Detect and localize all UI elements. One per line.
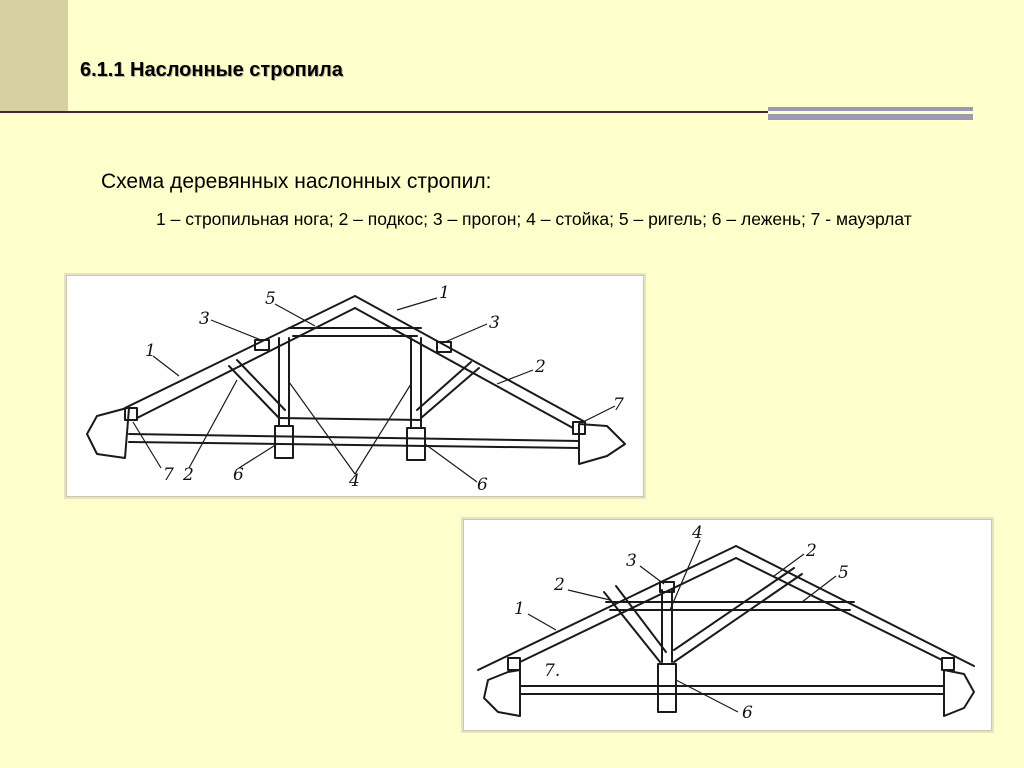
label-6-left: 6	[233, 465, 244, 485]
leader-4-b	[354, 383, 412, 475]
rafter-left-outer	[477, 545, 737, 671]
label-5: 5	[838, 563, 849, 583]
label-5: 5	[265, 289, 276, 309]
right-wall	[943, 669, 975, 717]
wall-plate-right	[941, 657, 955, 671]
leader-4-a	[288, 381, 356, 475]
leader-5	[274, 303, 316, 327]
leader-1-top	[396, 297, 438, 311]
strut-left-b	[236, 359, 286, 411]
title-accent-lines	[768, 107, 973, 120]
label-4: 4	[348, 471, 360, 491]
leader-2-right	[773, 553, 805, 577]
rafter-right-outer	[735, 545, 975, 667]
leader-3-right	[444, 323, 488, 343]
wall-plate-left	[507, 657, 521, 671]
leader-2-left	[567, 589, 611, 601]
sleeper	[657, 663, 677, 713]
strut-left-a	[228, 365, 280, 419]
post-tie	[278, 417, 422, 421]
leader-6	[675, 679, 739, 713]
leader-7-right	[582, 405, 616, 423]
strut-right-a	[673, 573, 803, 663]
leader-1-left	[152, 355, 180, 377]
label-6: 6	[742, 703, 753, 723]
wall-plate-left	[124, 407, 138, 421]
diagram-legend: 1 – стропильная нога; 2 – подкос; 3 – пр…	[156, 209, 912, 229]
left-wall	[86, 407, 130, 459]
strut-left-b	[615, 585, 667, 653]
right-wall	[578, 423, 626, 465]
label-2-left: 2	[553, 575, 565, 595]
bottom-beam	[128, 433, 580, 442]
sleeper-right	[406, 427, 426, 461]
title-underline	[0, 111, 968, 113]
label-4: 4	[691, 523, 703, 543]
label-2-right: 2	[534, 357, 546, 377]
diagram-heading: Схема деревянных наслонных стропил:	[101, 170, 492, 193]
label-1-left: 1	[145, 341, 156, 361]
rafter-left-outer	[124, 295, 356, 409]
strut-left-a	[603, 591, 661, 663]
purlin-right	[436, 341, 452, 353]
label-7-right: 7	[613, 395, 624, 415]
leader-5	[801, 575, 837, 603]
bottom-beam-inner	[128, 441, 580, 449]
sleeper-left	[274, 425, 294, 459]
purlin	[659, 581, 675, 593]
leader-2-right	[496, 369, 534, 385]
slide-title: 6.1.1 Наслонные стропила	[80, 59, 343, 81]
rafter-left-inner	[136, 307, 356, 419]
rafter-diagram-1: 1 5 3 3 1 2 7 7 2 6 4 6	[66, 275, 644, 497]
leader-4	[669, 539, 701, 611]
label-2-left: 2	[182, 465, 194, 485]
label-7-left: 7	[163, 465, 174, 485]
side-accent-bar	[0, 0, 68, 112]
label-1-top: 1	[439, 283, 450, 303]
leader-6-right	[424, 443, 478, 483]
strut-right-b	[673, 567, 795, 651]
label-3-right: 3	[489, 313, 500, 333]
leader-1	[527, 613, 557, 631]
leader-2-left	[188, 379, 238, 469]
leader-7-left	[132, 421, 162, 469]
label-1: 1	[514, 599, 525, 619]
label-7: 7.	[544, 661, 560, 681]
left-wall	[483, 669, 521, 717]
purlin-left	[254, 339, 270, 351]
leader-6-left	[238, 443, 278, 469]
label-3: 3	[626, 551, 637, 571]
label-2-right: 2	[805, 541, 817, 561]
strut-right-b	[416, 361, 472, 411]
label-3-left: 3	[199, 309, 210, 329]
rafter-diagram-2-drawing: 4 2 3 5 2 1 7. 6	[477, 523, 975, 723]
label-6-right: 6	[477, 475, 488, 495]
strut-right-a	[420, 367, 480, 419]
leader-3-left	[210, 319, 262, 341]
leader-3	[639, 565, 665, 585]
rafter-diagram-2: 4 2 3 5 2 1 7. 6	[463, 519, 992, 731]
rafter-right-outer	[354, 295, 586, 423]
rafter-diagram-1-drawing: 1 5 3 3 1 2 7 7 2 6 4 6	[86, 283, 626, 495]
